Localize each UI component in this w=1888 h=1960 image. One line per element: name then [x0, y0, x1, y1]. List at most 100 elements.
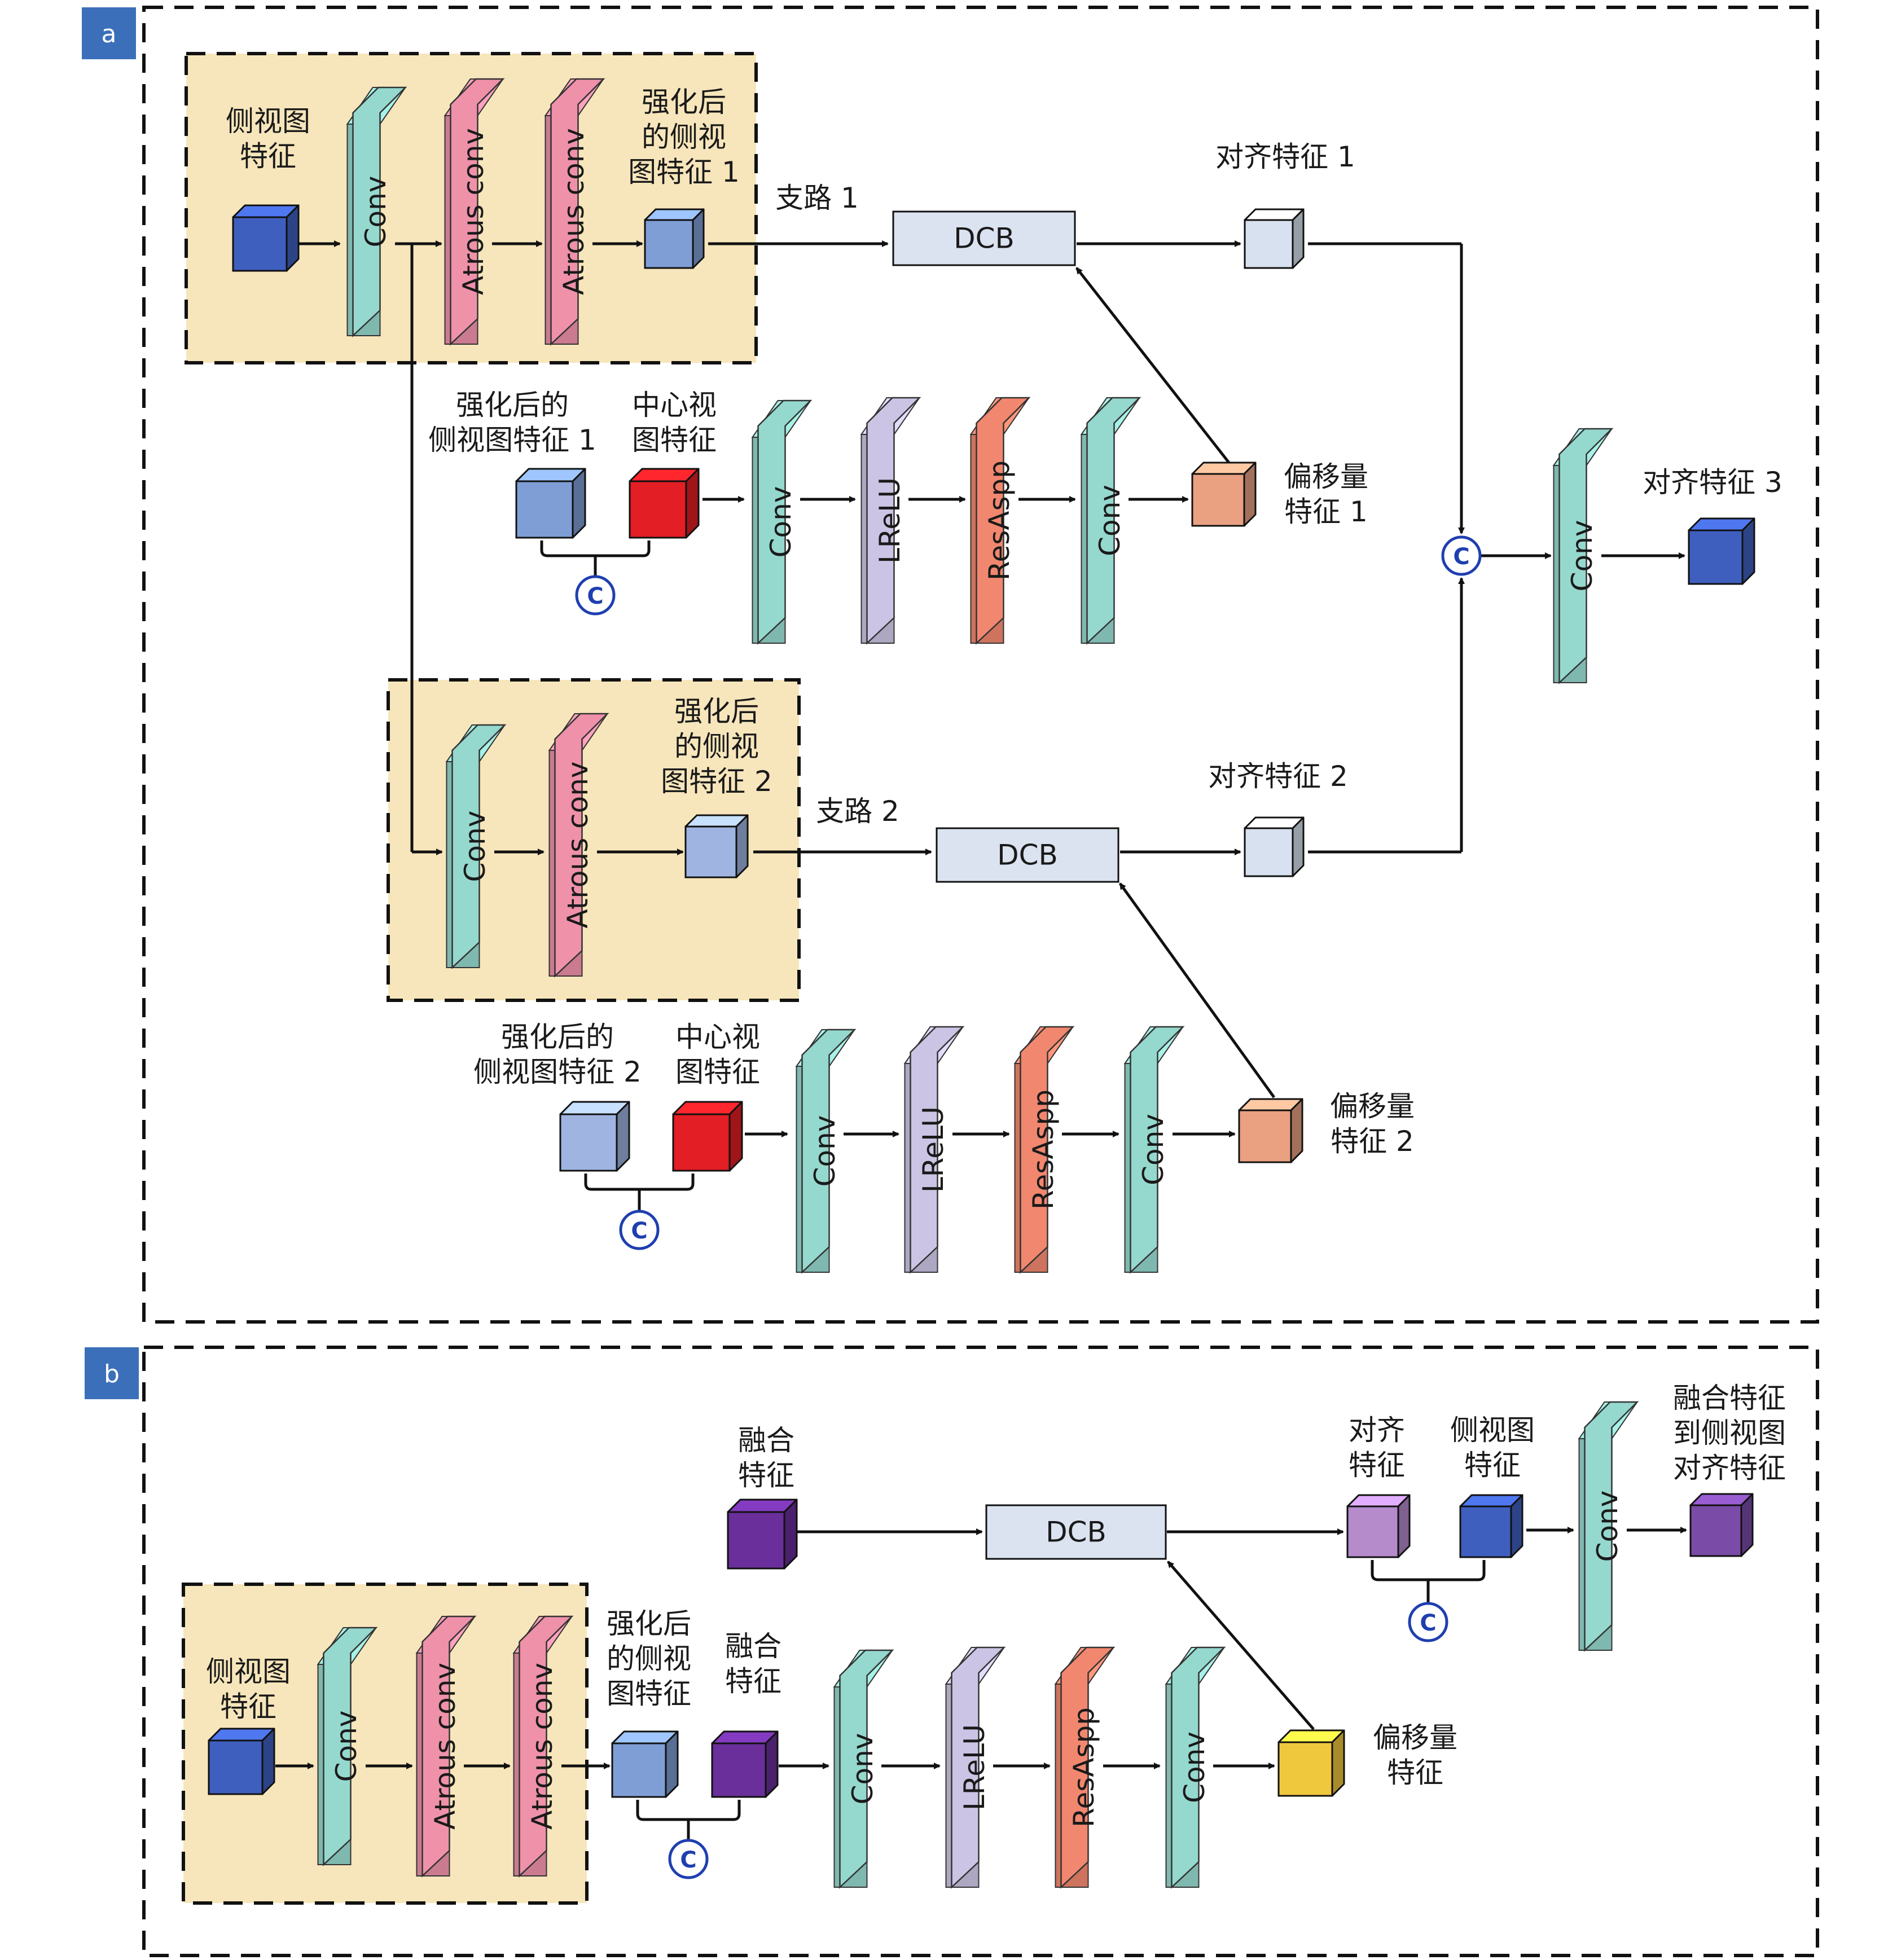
a-offset2-resaspp: ResAspp	[1013, 1026, 1075, 1274]
a-enhanced-2-label-line-2: 图特征 2	[661, 765, 772, 798]
a-atrous-1: Atrous conv	[444, 78, 505, 346]
a-enhanced-1-input-label-line-1: 侧视图特征 1	[428, 424, 596, 456]
b-concat-bottom-c-symbol-letter: C	[680, 1847, 696, 1873]
a-aligned-3-label: 对齐特征 3	[1643, 466, 1782, 499]
b-aligned-label-line-0: 对齐	[1349, 1414, 1405, 1447]
b-offset-conv-1: Conv	[833, 1649, 894, 1889]
a-dcb-1: DCB	[892, 210, 1076, 266]
a-enhanced-2-label-line-1: 的侧视	[674, 730, 759, 763]
b-conv-1-label: Conv	[330, 1711, 363, 1782]
a-center-2-cube	[672, 1101, 743, 1172]
b-fused-2-cube	[711, 1730, 779, 1798]
a-enhanced-2-input-label-line-1: 侧视图特征 2	[473, 1056, 642, 1088]
b-offset-label-line-0: 偏移量	[1373, 1721, 1457, 1754]
b-enhanced-label-line-1: 的侧视	[607, 1642, 691, 1675]
a-side-feature-label: 侧视图特征	[226, 105, 310, 173]
b-fused-label: 融合特征	[738, 1424, 794, 1492]
a-center-1-label-line-1: 图特征	[632, 424, 717, 456]
a-concat-3-c-symbol: C	[1441, 535, 1482, 576]
a-enhanced-2-cube	[684, 814, 749, 878]
b-offset-resaspp: ResAspp	[1054, 1646, 1116, 1889]
a-offset-2-label-line-0: 偏移量	[1330, 1090, 1415, 1123]
a-offset1-conv-1-label: Conv	[765, 486, 797, 558]
a-offset1-resaspp-label: ResAspp	[983, 460, 1016, 581]
a-branch-2-label: 支路 2	[816, 795, 899, 828]
a-side-feature-label-line-0: 侧视图	[226, 105, 310, 138]
a-aligned-1-cube	[1244, 208, 1305, 269]
b-offset-conv-1-label: Conv	[846, 1733, 879, 1805]
b-side-cube	[208, 1728, 275, 1795]
a-atrous-1-label: Atrous conv	[457, 128, 490, 295]
a-aligned-2-label: 对齐特征 2	[1208, 760, 1348, 793]
b-offset-conv-2-label: Conv	[1178, 1732, 1211, 1803]
a-out-conv: Conv	[1552, 428, 1614, 684]
a-concat-3-c-symbol-letter: C	[1453, 544, 1469, 570]
b-side-top-cube	[1459, 1494, 1523, 1558]
a-branch-2-label-line-0: 支路 2	[816, 795, 899, 828]
b-fused-2-label: 融合特征	[725, 1630, 781, 1698]
b-offset-conv-2: Conv	[1165, 1646, 1226, 1889]
a-aligned-2-label-line-0: 对齐特征 2	[1208, 760, 1348, 793]
b-side-label-line-0: 侧视图	[206, 1655, 291, 1688]
a-offset2-resaspp-label: ResAspp	[1027, 1089, 1060, 1210]
panel-a-badge	[82, 7, 136, 59]
panel-a-frame	[142, 6, 1819, 1324]
a-aligned-1-label-line-0: 对齐特征 1	[1215, 140, 1355, 173]
a-center-1-cube	[629, 468, 700, 539]
b-fused-cube	[727, 1498, 798, 1570]
a-offset1-conv-1: Conv	[751, 399, 813, 645]
a-offset1-lrelu: LReLU	[860, 397, 921, 645]
b-output-label-line-1: 到侧视图	[1673, 1417, 1786, 1449]
a-enhanced-2-input-cube	[559, 1101, 630, 1172]
a-offset2-lrelu-label: LReLU	[917, 1106, 950, 1193]
a-conv-2-label: Conv	[459, 811, 491, 882]
a-offset1-conv-2: Conv	[1080, 397, 1141, 645]
b-aligned-label: 对齐特征	[1349, 1414, 1405, 1482]
b-fused-2-label-line-0: 融合	[725, 1630, 781, 1663]
a-aligned-2-cube	[1244, 816, 1305, 877]
a-aligned-1-label: 对齐特征 1	[1215, 140, 1355, 173]
a-enhanced-1-label-line-1: 的侧视	[642, 121, 726, 153]
a-conv-2: Conv	[445, 724, 507, 969]
a-dcb-1-label: DCB	[954, 222, 1015, 255]
b-output-label-line-0: 融合特征	[1673, 1382, 1786, 1414]
b-conv-1: Conv	[317, 1627, 378, 1866]
a-side-feature-label-line-1: 特征	[240, 140, 296, 173]
b-offset-cube	[1277, 1729, 1345, 1797]
a-enhanced-1-label-line-2: 图特征 1	[628, 156, 740, 188]
b-atrous-2-label: Atrous conv	[526, 1663, 559, 1830]
a-center-2-label-line-1: 图特征	[675, 1056, 760, 1088]
a-concat-1-c-symbol-letter: C	[587, 583, 603, 609]
a-arrow-offset2-to-dcb2	[1118, 882, 1276, 1098]
panel-b-letter: b	[104, 1360, 120, 1388]
a-offset-2-cube	[1238, 1098, 1303, 1163]
a-dcb-2: DCB	[936, 827, 1119, 883]
b-fused-2-label-line-1: 特征	[725, 1665, 781, 1698]
a-concat-1-c-symbol: C	[575, 575, 616, 616]
b-arrow-offset-to-dcb	[1167, 1561, 1315, 1730]
b-side-label-line-1: 特征	[220, 1690, 276, 1723]
a-enhanced-1-input-cube	[515, 468, 586, 539]
a-offset-2-label-line-1: 特征 2	[1331, 1125, 1414, 1158]
a-offset2-conv-1: Conv	[795, 1029, 857, 1274]
b-concat-bottom-c-symbol: C	[668, 1839, 709, 1879]
a-dcb-2-label: DCB	[997, 839, 1058, 872]
b-concat-bottom-bracket	[636, 1800, 741, 1821]
a-atrous-2: Atrous conv	[544, 78, 605, 346]
b-aligned-label-line-1: 特征	[1349, 1449, 1405, 1482]
b-enhanced-cube	[611, 1730, 679, 1798]
a-aligned-3-label-line-0: 对齐特征 3	[1643, 466, 1782, 499]
a-concat-2-bracket	[584, 1174, 695, 1191]
b-fused-label-line-0: 融合	[738, 1424, 794, 1457]
b-concat-top-bracket	[1371, 1560, 1486, 1581]
a-offset-1-cube	[1191, 462, 1257, 527]
a-offset2-conv-2-label: Conv	[1137, 1114, 1170, 1185]
b-side-top-label-line-1: 特征	[1464, 1449, 1521, 1482]
